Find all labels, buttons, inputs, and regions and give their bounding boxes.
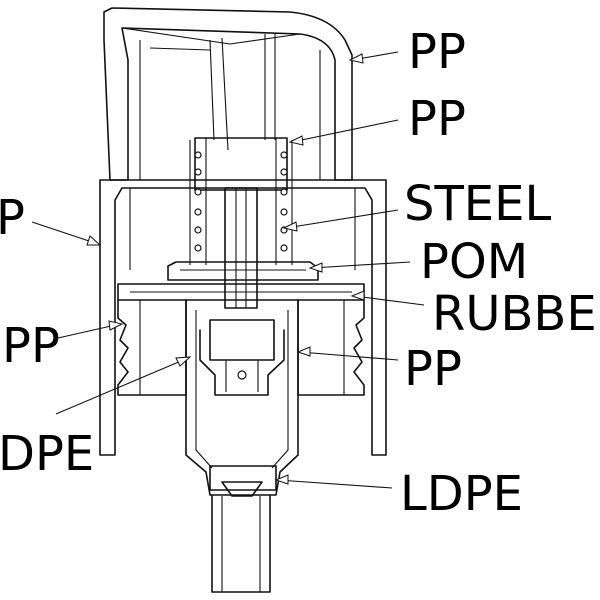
label-gasket: RUBBE — [432, 286, 597, 342]
gasket — [117, 283, 365, 301]
pump-body — [185, 299, 299, 496]
label-pump-body: PP — [404, 341, 462, 397]
actuator-stem — [194, 137, 288, 309]
label-spring: STEEL — [404, 176, 551, 232]
label-actuator-head: PP — [408, 24, 466, 80]
label-valve: LDPE — [400, 466, 523, 522]
valve — [209, 465, 277, 593]
label-piston: POM — [420, 234, 528, 290]
spring — [189, 140, 293, 265]
label-seal-ring: DPE — [0, 426, 94, 482]
actuator-head — [103, 7, 353, 181]
leader-lines — [31, 51, 425, 489]
label-outer-closure: P — [0, 190, 25, 246]
label-thread-cap: PP — [2, 318, 60, 374]
label-actuator-stem: PP — [408, 91, 466, 147]
thread-cap — [117, 299, 365, 396]
outer-closure — [99, 179, 387, 456]
